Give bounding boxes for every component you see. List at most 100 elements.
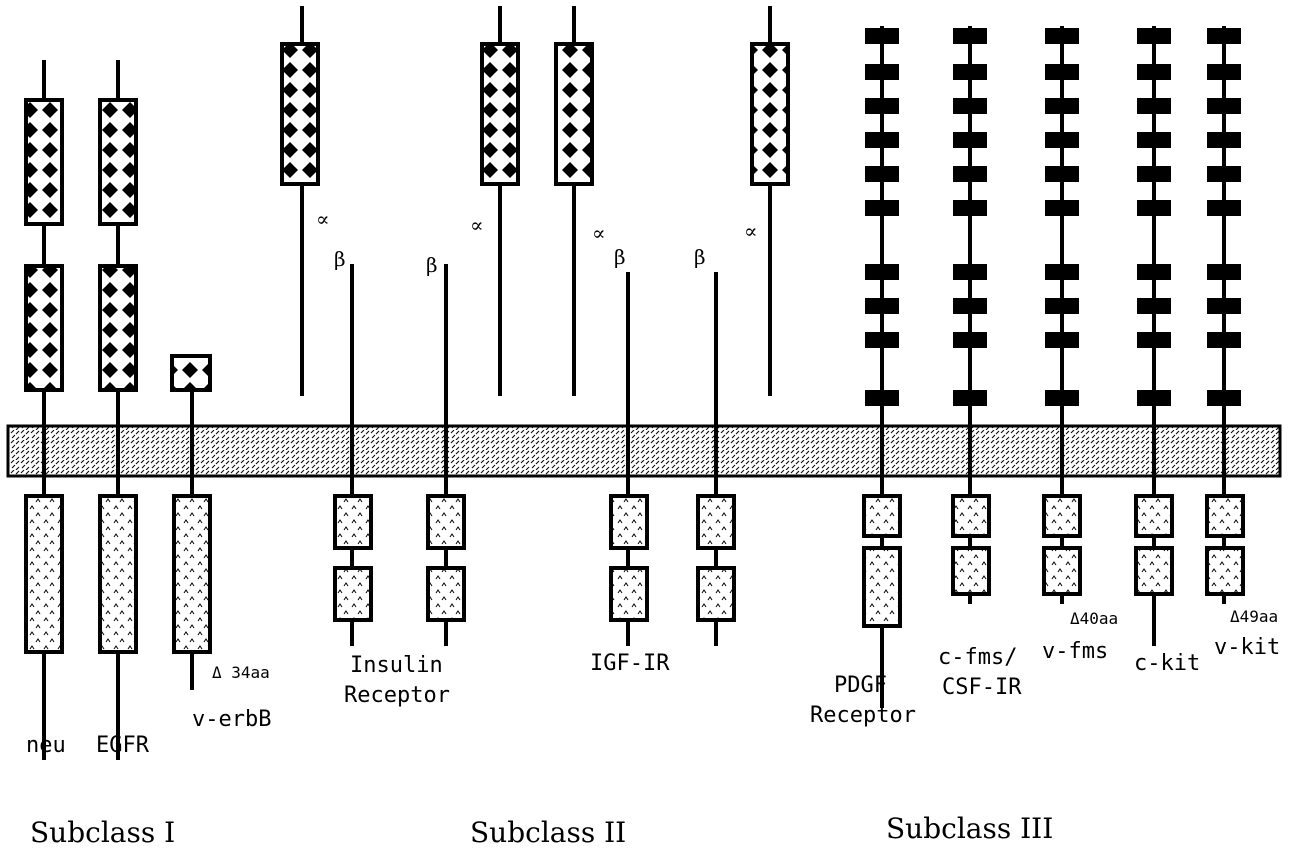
ig-like-domain — [1045, 264, 1079, 280]
ig-like-domain — [1207, 298, 1241, 314]
receptor-neu — [26, 60, 62, 760]
ig-like-domain — [1137, 332, 1171, 348]
label-v-erbb: v-erbB — [192, 707, 271, 732]
ig-like-domain — [953, 332, 987, 348]
ig-like-domain — [953, 200, 987, 216]
ig-like-domain — [1045, 28, 1079, 44]
receptor-pdgf — [864, 26, 900, 708]
beta-label: β — [334, 247, 346, 271]
kinase-domain — [1044, 548, 1080, 594]
label-v-fms-deletion: Δ40aa — [1070, 609, 1118, 628]
kinase-domain — [1044, 496, 1080, 536]
receptor-v-fms — [1044, 26, 1080, 604]
label-neu: neu — [26, 733, 66, 758]
ig-like-domain — [1207, 132, 1241, 148]
ig-like-domain — [865, 132, 899, 148]
kinase-domain — [335, 568, 371, 620]
label-egfr: EGFR — [96, 733, 150, 758]
label-v-fms: v-fms — [1042, 639, 1108, 664]
ig-like-domain — [1137, 132, 1171, 148]
kinase-domain — [698, 568, 734, 620]
cysteine-rich-domain — [282, 44, 318, 184]
receptor-v-kit — [1207, 26, 1243, 604]
kinase-domain — [174, 496, 210, 652]
receptor-insulin-1 — [282, 6, 371, 646]
ig-like-domain — [1137, 166, 1171, 182]
label-c-fms-line2: CSF-IR — [942, 675, 1022, 700]
kinase-domain — [1136, 548, 1172, 594]
ig-like-domain — [1207, 98, 1241, 114]
label-v-erbb-deletion: Δ 34aa — [212, 663, 270, 682]
kinase-domain — [953, 496, 989, 536]
ig-like-domain — [1045, 332, 1079, 348]
receptor-c-kit — [1136, 26, 1172, 646]
ig-like-domain — [865, 28, 899, 44]
ig-like-domain — [1045, 298, 1079, 314]
ig-like-domain — [865, 298, 899, 314]
label-igf-ir: IGF-IR — [590, 651, 670, 676]
ig-like-domain — [1207, 390, 1241, 406]
cell-membrane — [8, 426, 1280, 476]
beta-label: β — [694, 245, 706, 269]
ig-like-domain — [953, 166, 987, 182]
receptor-c-fms — [953, 26, 989, 604]
ig-like-domain — [953, 264, 987, 280]
kinase-domain — [1207, 496, 1243, 536]
ig-like-domain — [1207, 166, 1241, 182]
kinase-domain — [1207, 548, 1243, 594]
ig-like-domain — [865, 390, 899, 406]
receptor-igf-2 — [698, 6, 788, 646]
label-c-kit: c-kit — [1134, 651, 1200, 676]
cysteine-rich-domain — [100, 100, 136, 224]
label-v-kit-deletion: Δ49aa — [1230, 607, 1278, 626]
ig-like-domain — [1207, 332, 1241, 348]
kinase-domain — [428, 496, 464, 548]
ig-like-domain — [1045, 98, 1079, 114]
alpha-label: ∝ — [744, 219, 758, 243]
ig-like-domain — [953, 298, 987, 314]
kinase-domain — [611, 496, 647, 548]
kinase-domain — [26, 496, 62, 652]
kinase-domain — [864, 496, 900, 536]
kinase-domain — [428, 568, 464, 620]
beta-label: β — [614, 245, 626, 269]
ig-like-domain — [865, 64, 899, 80]
ig-like-domain — [1137, 264, 1171, 280]
cysteine-rich-domain — [556, 44, 592, 184]
alpha-label: ∝ — [470, 213, 484, 237]
ig-like-domain — [953, 64, 987, 80]
ig-like-domain — [865, 264, 899, 280]
alpha-label: ∝ — [316, 207, 330, 231]
receptor-insulin-2 — [428, 6, 518, 646]
cysteine-rich-domain — [26, 266, 62, 390]
ig-like-domain — [1137, 28, 1171, 44]
kinase-domain — [953, 548, 989, 594]
ig-like-domain — [865, 166, 899, 182]
subclass-three-label: Subclass III — [886, 812, 1053, 845]
beta-label: β — [426, 253, 438, 277]
kinase-domain — [611, 568, 647, 620]
kinase-domain — [698, 496, 734, 548]
subclass-two-label: Subclass II — [470, 816, 626, 849]
label-insulin-receptor-line1: Insulin — [350, 653, 443, 678]
cysteine-rich-domain — [26, 100, 62, 224]
label-insulin-receptor-line2: Receptor — [344, 683, 450, 708]
ig-like-domain — [1045, 132, 1079, 148]
ig-like-domain — [953, 98, 987, 114]
cysteine-rich-domain — [752, 44, 788, 184]
ig-like-domain — [1207, 28, 1241, 44]
alpha-label: ∝ — [592, 221, 606, 245]
cysteine-rich-domain — [100, 266, 136, 390]
label-c-fms-line1: c-fms/ — [938, 645, 1017, 670]
cysteine-rich-domain — [482, 44, 518, 184]
ig-like-domain — [865, 98, 899, 114]
ig-like-domain — [1137, 200, 1171, 216]
ig-like-domain — [1137, 98, 1171, 114]
ig-like-domain — [1137, 298, 1171, 314]
ig-like-domain — [953, 390, 987, 406]
label-pdgf-receptor-line1: PDGF — [834, 673, 887, 698]
ig-like-domain — [1137, 64, 1171, 80]
ig-like-domain — [1207, 200, 1241, 216]
kinase-domain — [100, 496, 136, 652]
